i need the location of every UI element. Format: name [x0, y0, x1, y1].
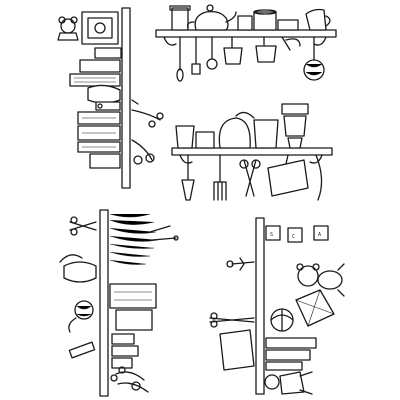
flower-icon	[226, 257, 255, 271]
picture-card	[219, 329, 255, 371]
rope-hook	[315, 154, 323, 201]
thread-bobbins	[110, 366, 126, 382]
rag-doll	[264, 371, 313, 395]
block-letter: A	[318, 232, 321, 238]
scissors-icon	[209, 312, 255, 328]
seed-packet	[267, 154, 309, 197]
jars	[69, 47, 122, 87]
block-letter: C	[292, 234, 295, 240]
vase	[59, 254, 97, 283]
plant-pot	[115, 371, 149, 393]
shelf-panel-top-left	[57, 7, 164, 189]
shears-icon	[239, 159, 261, 197]
tool-rack	[77, 111, 121, 169]
flower-pots	[175, 103, 309, 149]
shelf-panel-middle	[171, 103, 333, 201]
vases	[87, 84, 121, 111]
photo-frame	[81, 11, 119, 45]
yarn-ball	[68, 300, 94, 333]
shelf-board	[255, 217, 265, 395]
garden-fork-icon	[213, 154, 227, 201]
block-letter: S	[270, 232, 273, 238]
books	[111, 333, 139, 369]
sewing-machine	[109, 283, 157, 331]
grasses	[109, 213, 179, 265]
teddy-bear	[57, 16, 79, 41]
shelf-board	[171, 147, 333, 156]
cups	[237, 9, 299, 31]
kite	[295, 289, 335, 327]
shelf-board	[155, 29, 337, 38]
kitchen-utensils	[176, 36, 301, 82]
tape-measure	[68, 341, 96, 359]
shelf-panel-bottom-left	[59, 209, 179, 397]
teddy-bear	[296, 263, 345, 297]
yarn-ball	[303, 36, 325, 81]
shelf-panel-top-right	[155, 4, 337, 82]
teapot	[186, 4, 237, 31]
shelf-panel-bottom-right: S C A	[209, 217, 345, 395]
shelf-board	[121, 7, 131, 189]
garden-trowel-icon	[181, 154, 195, 201]
books	[265, 337, 317, 371]
ball	[270, 308, 294, 332]
jug	[305, 8, 331, 31]
scissors-icon	[69, 216, 97, 236]
scissors-icon	[131, 99, 164, 165]
jar	[169, 5, 191, 31]
shelf-board	[99, 209, 109, 397]
alphabet-blocks: S C A	[265, 225, 329, 243]
